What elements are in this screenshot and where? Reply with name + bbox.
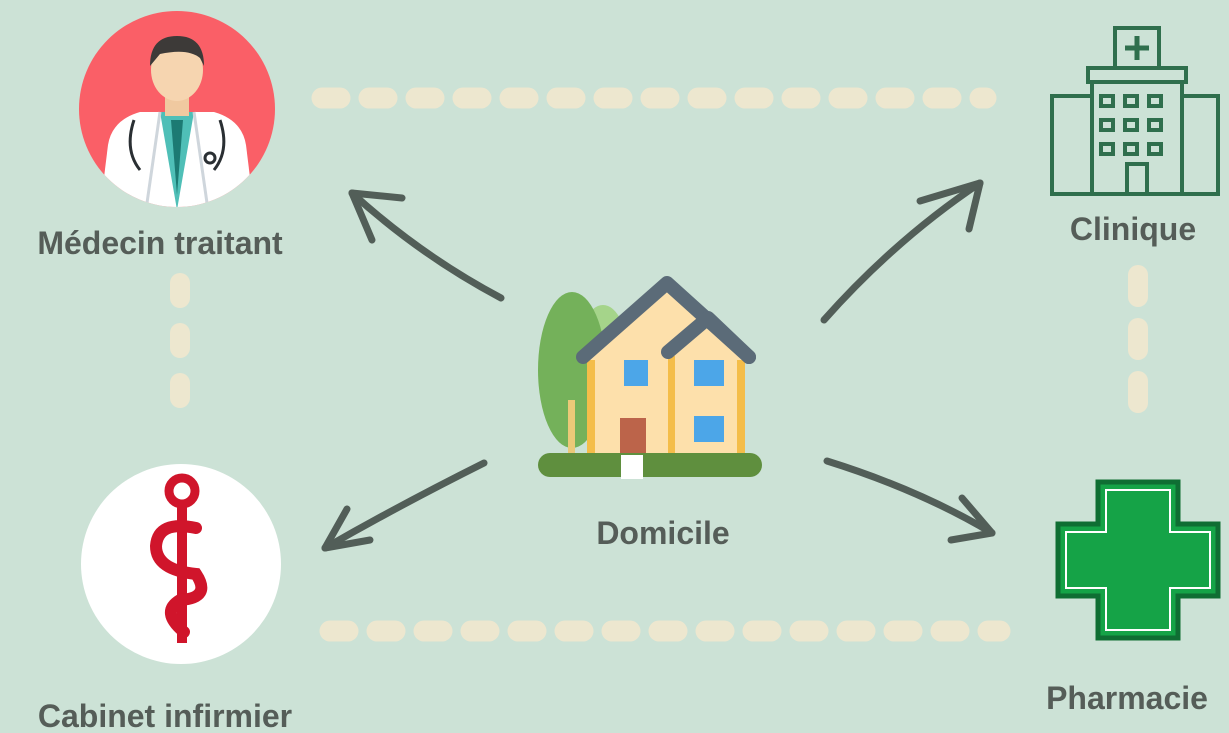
caduceus-icon <box>81 464 281 664</box>
doctor-label: Médecin traitant <box>37 225 283 261</box>
home-label: Domicile <box>596 515 730 551</box>
dashed-connectors <box>170 87 1148 642</box>
nursing-office-label: Cabinet infirmier <box>37 698 293 733</box>
pharmacy-cross-icon <box>1055 479 1221 641</box>
clinic-label: Clinique <box>1069 211 1197 247</box>
arrow-to-cabinet <box>321 459 488 552</box>
house-icon <box>538 276 762 479</box>
arrow-to-clinique <box>820 179 984 324</box>
pharmacy-label: Pharmacie <box>1046 680 1208 716</box>
hospital-building-icon <box>1050 26 1220 196</box>
arrows <box>321 179 996 552</box>
doctor-icon <box>79 11 275 207</box>
arrow-to-medecin <box>348 189 505 302</box>
arrow-to-pharmacie <box>823 457 996 544</box>
